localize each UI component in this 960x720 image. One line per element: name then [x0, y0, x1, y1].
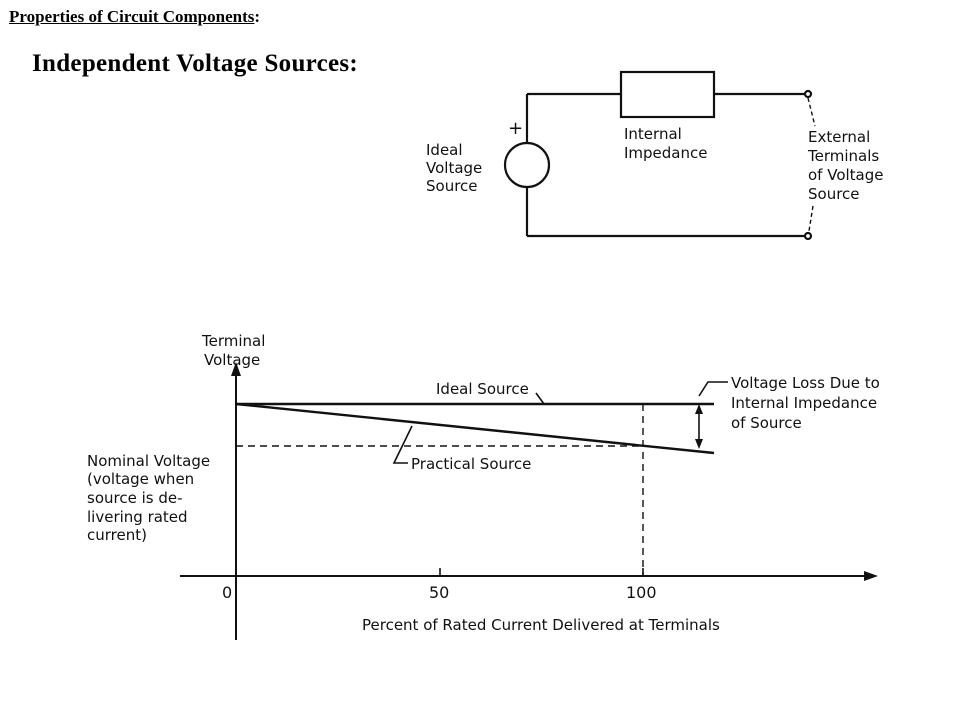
- y-axis-arrow: [231, 362, 241, 376]
- y-axis-title-line-2: Voltage: [204, 351, 260, 369]
- ideal-source-label-line-1: Ideal: [426, 141, 463, 159]
- practical-source-leader: [392, 425, 413, 464]
- terminal-bottom: [803, 231, 813, 241]
- ideal-source-label: Ideal Source: [436, 380, 529, 398]
- voltage-source-symbol: [503, 141, 551, 189]
- nominal-label-line-2: (voltage when: [87, 470, 194, 488]
- circuit-diagram: [503, 70, 816, 241]
- ideal-source-label: Ideal Voltage Source: [426, 141, 482, 195]
- x-tick-labels: 0 50 100: [222, 583, 657, 602]
- terminals-label-line-1: External: [808, 128, 870, 146]
- internal-impedance-box: [619, 70, 716, 119]
- header-title: Properties of Circuit Components: [9, 7, 255, 26]
- plus-sign: +: [508, 118, 523, 139]
- voltage-loss-arrowhead-down: [695, 439, 703, 449]
- terminal-leader-top: [807, 97, 816, 127]
- section-title: Independent Voltage Sources:: [32, 50, 359, 77]
- x-tick-label-100: 100: [626, 583, 657, 602]
- practical-source-label: Practical Source: [411, 455, 531, 473]
- external-terminals-label: External Terminals of Voltage Source: [807, 128, 884, 203]
- x-axis-arrow: [864, 571, 878, 581]
- terminals-label-line-3: of Voltage: [808, 166, 884, 184]
- voltage-loss-arrowhead-up: [695, 404, 703, 414]
- voltage-loss-label-line-3: of Source: [731, 414, 802, 432]
- nominal-label-line-3: source is de-: [87, 489, 183, 507]
- practical-source-line: [235, 402, 715, 455]
- x-tick-label-50: 50: [429, 583, 449, 602]
- y-axis-title: Terminal Voltage: [201, 332, 265, 369]
- internal-impedance-label: Internal Impedance: [624, 125, 707, 162]
- ideal-source-leader: [535, 392, 545, 405]
- nominal-label-line-1: Nominal Voltage: [87, 452, 210, 470]
- voltage-current-graph: [180, 362, 878, 640]
- x-axis-title: Percent of Rated Current Delivered at Te…: [362, 616, 720, 634]
- page-header: Properties of Circuit Components:: [9, 8, 260, 25]
- nominal-label-line-4: livering rated: [87, 508, 188, 526]
- y-axis-title-line-1: Terminal: [201, 332, 265, 350]
- impedance-label-line-1: Internal: [624, 125, 682, 143]
- ideal-source-label-line-2: Voltage: [426, 159, 482, 177]
- x-tick-label-0: 0: [222, 583, 232, 602]
- voltage-loss-leader: [698, 381, 728, 397]
- voltage-loss-label: Voltage Loss Due to Internal Impedance o…: [731, 374, 880, 432]
- terminals-label-line-4: Source: [808, 185, 860, 203]
- header-colon: :: [254, 7, 261, 26]
- voltage-loss-label-line-2: Internal Impedance: [731, 394, 877, 412]
- nominal-label-line-5: current): [87, 526, 147, 544]
- impedance-label-line-2: Impedance: [624, 144, 707, 162]
- ideal-source-label-line-3: Source: [426, 177, 478, 195]
- terminal-leader-bottom: [808, 205, 814, 232]
- voltage-loss-label-line-1: Voltage Loss Due to: [731, 374, 880, 392]
- terminals-label-line-2: Terminals: [807, 147, 879, 165]
- terminal-top: [803, 89, 813, 99]
- nominal-voltage-label: Nominal Voltage (voltage when source is …: [87, 452, 210, 544]
